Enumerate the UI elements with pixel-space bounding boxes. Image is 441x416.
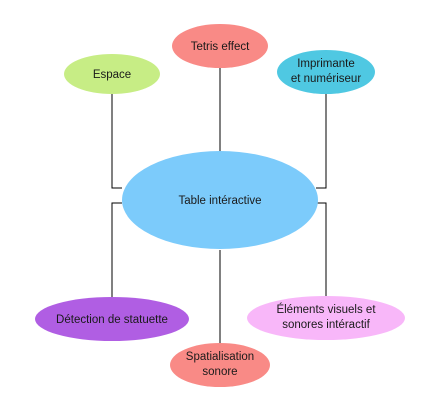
node-elements-visuels: Éléments visuels et sonores intéractif — [247, 296, 405, 340]
node-spatialisation-sonore-label-line1: Spatialisation — [186, 351, 254, 363]
node-elements-visuels-shape — [247, 296, 405, 340]
connectors — [111, 66, 327, 346]
node-elements-visuels-label-line2: sonores intéractif — [282, 319, 370, 331]
node-imprimante-label-line1: Imprimante — [297, 58, 355, 70]
node-detection-statuette: Détection de statuette — [35, 297, 189, 341]
node-espace-shape — [64, 54, 160, 94]
node-detection-statuette-shape — [35, 297, 189, 341]
connector-detection — [111, 202, 122, 297]
node-spatialisation-sonore-shape — [170, 343, 270, 387]
node-espace-label: Espace — [93, 69, 131, 81]
node-table-interactive: Table intéractive — [122, 151, 318, 249]
node-imprimante-shape — [277, 50, 375, 94]
node-tetris-effect-shape — [172, 24, 268, 68]
node-tetris-effect-label: Tetris effect — [191, 41, 250, 53]
connector-espace — [111, 92, 122, 189]
node-spatialisation-sonore: Spatialisation sonore — [170, 343, 270, 387]
node-table-interactive-label: Table intéractive — [178, 195, 261, 207]
node-espace: Espace — [64, 54, 160, 94]
node-spatialisation-sonore-label-line2: sonore — [202, 366, 237, 378]
node-imprimante: Imprimante et numériseur — [277, 50, 375, 94]
node-detection-statuette-label: Détection de statuette — [56, 314, 168, 326]
connector-imprimante — [316, 92, 327, 189]
node-table-interactive-shape — [122, 151, 318, 249]
node-imprimante-label-line2: et numériseur — [291, 73, 361, 85]
node-tetris-effect: Tetris effect — [172, 24, 268, 68]
node-elements-visuels-label-line1: Éléments visuels et — [276, 303, 376, 316]
connector-elements — [316, 202, 327, 297]
